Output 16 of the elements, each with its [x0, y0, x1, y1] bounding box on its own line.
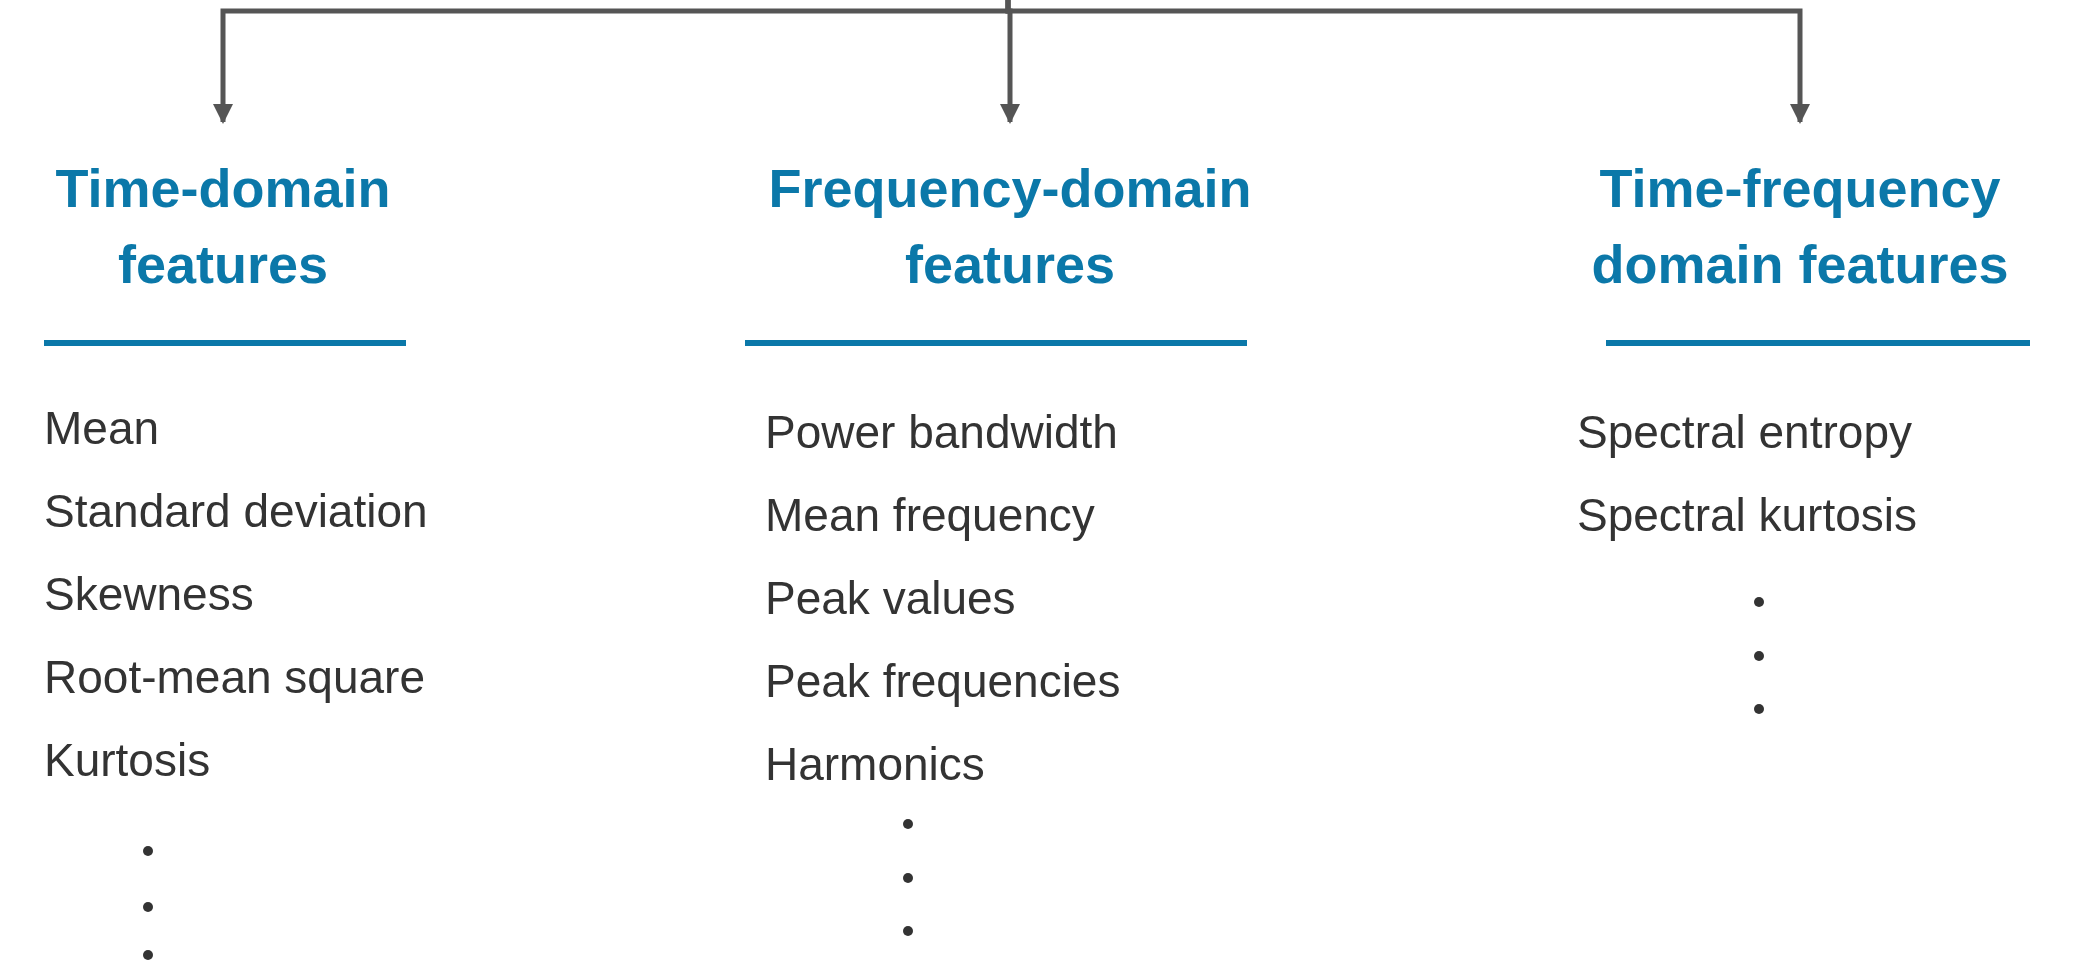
feature-item: Mean frequency	[765, 488, 1095, 543]
feature-item: Peak values	[765, 571, 1016, 626]
feature-item: Spectral kurtosis	[1577, 488, 1917, 543]
feature-item: Spectral entropy	[1577, 405, 1912, 460]
feature-item: Standard deviation	[44, 484, 428, 539]
column-heading: Frequency-domain features	[690, 122, 1330, 302]
feature-item: Kurtosis	[44, 733, 211, 788]
column-heading: Time-domain features	[0, 122, 463, 302]
feature-item: Skewness	[44, 567, 254, 622]
feature-item: Harmonics	[765, 737, 985, 792]
arrow	[1005, 0, 1810, 124]
feature-item: Power bandwidth	[765, 405, 1118, 460]
feature-item: Mean	[44, 401, 160, 456]
column-heading: Time-frequency domain features	[1520, 122, 2080, 302]
feature-item: Root-mean square	[44, 650, 425, 705]
feature-item: Peak frequencies	[765, 654, 1121, 709]
